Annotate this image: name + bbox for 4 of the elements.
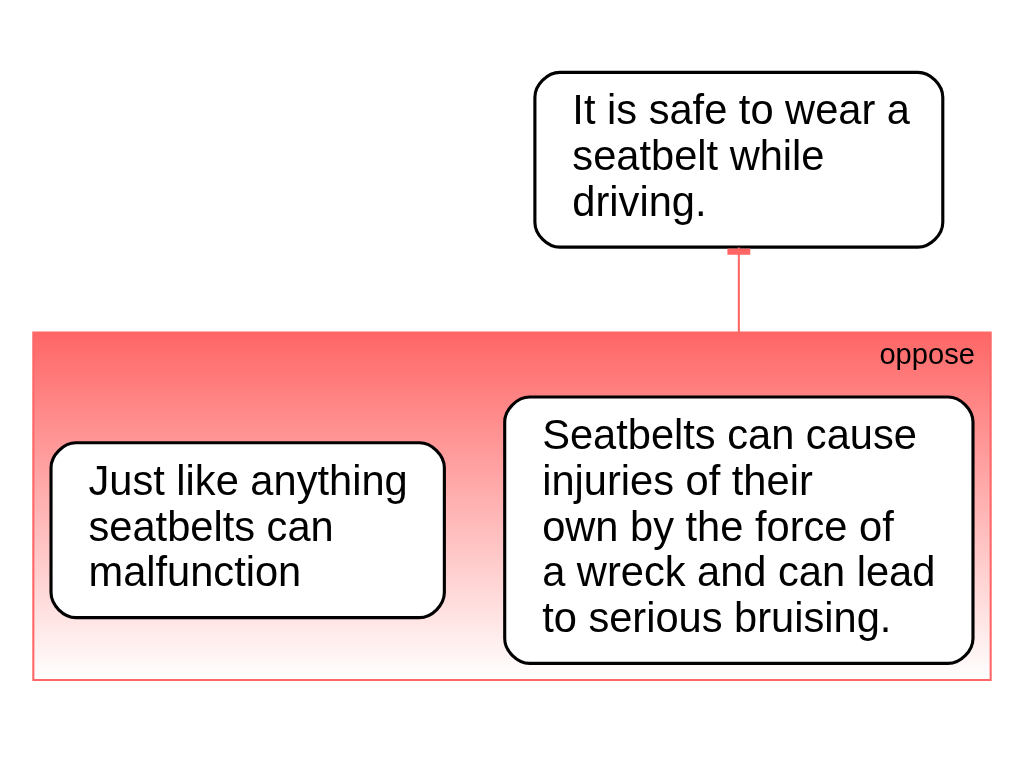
node-box: Just like anything seatbelts can malfunction [49,440,446,619]
node-box: Seatbelts can cause injuries of their own by the force of a wreck and can lead to serious bruising. [503,394,975,665]
node-box: It is safe to wear a seatbelt while driving. [533,70,945,249]
connector [727,247,751,332]
